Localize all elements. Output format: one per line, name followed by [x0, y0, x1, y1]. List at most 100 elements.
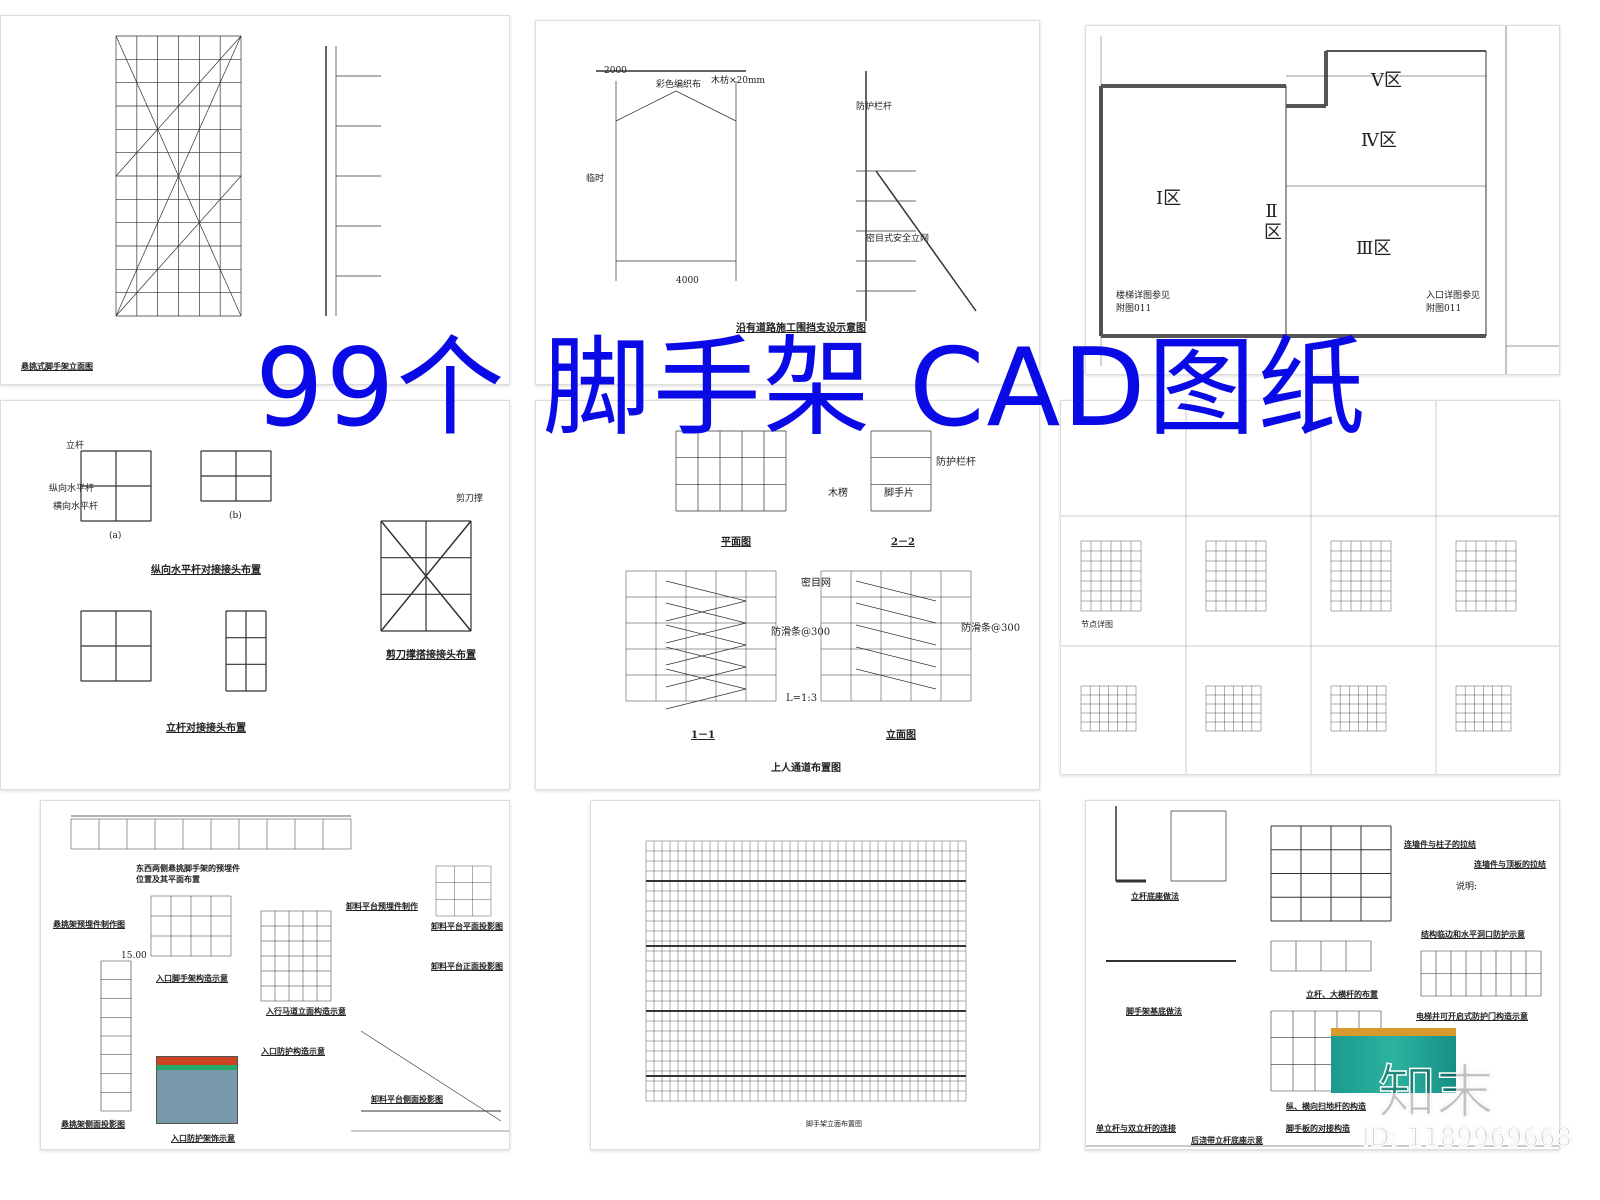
- label: 说明:: [1456, 882, 1478, 892]
- label: 15.00: [121, 951, 147, 961]
- caption: 连墙件与柱子的拉结: [1404, 839, 1476, 849]
- caption: 悬挑式脚手架立面图: [21, 361, 93, 371]
- label: 剪刀撑: [456, 494, 484, 504]
- caption: 脚手架基底做法: [1126, 1006, 1182, 1016]
- note-label: 彩色编织布: [656, 80, 702, 90]
- cad-line: [665, 580, 747, 602]
- caption: 入口防护构造示意: [261, 1046, 325, 1056]
- scaffold-elevation-drawing: [115, 35, 381, 317]
- caption: 立杆、大横杆的布置: [1306, 989, 1378, 999]
- cad-line: [665, 602, 747, 624]
- caption: 悬挑架预埋件制作图: [53, 919, 125, 929]
- drawing-panel-enclosure: 2000 彩色编织布 木枋×20mm 临时 4000 防护栏杆 密目式安全立网 …: [535, 20, 1040, 385]
- drawing-panel-joints: 立杆 纵向水平杆 横向水平杆 (a) (b) 剪刀撑 纵向水平杆对接接头布置 立…: [0, 400, 510, 790]
- label: 密目网: [801, 578, 831, 589]
- floor-plan-drawing: [1099, 26, 1559, 374]
- drawing-panel-facade: 脚手架立面布置图: [590, 800, 1040, 1150]
- caption: 后浇带立杆底座示意: [1191, 1135, 1263, 1145]
- watermark-logo: 知末: [1377, 1057, 1495, 1127]
- zone-label: Ⅴ区: [1371, 70, 1402, 91]
- cad-line: [665, 666, 747, 688]
- caption: 沿有道路施工围挡支设示意图: [736, 323, 866, 334]
- caption: 卸料平台平面投影图: [431, 921, 503, 931]
- detail-drawings: [1086, 806, 1559, 1147]
- drawing-panel-floorplan: Ⅴ区 Ⅳ区 Ⅰ区 Ⅱ区 Ⅲ区 楼梯详图参见附图011 入口详图参见附图011: [1085, 25, 1560, 375]
- caption: 电梯井可开启式防护门构造示意: [1416, 1011, 1528, 1021]
- caption: 结构临边和水平洞口防护示意: [1421, 929, 1525, 939]
- cad-line: [875, 170, 977, 312]
- cad-line: [615, 90, 677, 122]
- caption: 卸料平台正面投影图: [431, 961, 503, 971]
- cad-line: [115, 35, 242, 317]
- label: 纵向水平杆: [49, 484, 95, 494]
- dim-label: 2000: [604, 66, 627, 76]
- note-label: 密目式安全立网: [866, 234, 930, 244]
- label-a: (a): [109, 531, 122, 541]
- cantilever-drawing: [70, 815, 509, 1132]
- caption: 上人通道布置图: [771, 763, 841, 774]
- caption: 立杆底座做法: [1131, 891, 1179, 901]
- access-ramp-drawing: [625, 430, 972, 710]
- note-label: 木枋×20mm: [711, 76, 766, 86]
- cad-line: [855, 668, 937, 690]
- label: 防滑条@300: [771, 627, 831, 638]
- caption: 悬挑架侧面投影图: [61, 1119, 125, 1129]
- caption: 入行马道立面构造示意: [266, 1006, 346, 1016]
- caption: 脚手板的对接构造: [1286, 1123, 1350, 1133]
- label: 立杆: [66, 441, 85, 451]
- cad-line: [115, 175, 242, 317]
- drawing-panel-details: 立杆底座做法 脚手架基底做法 立杆、大横杆的布置 纵、横向扫地杆的构造 单立杆与…: [1085, 800, 1560, 1150]
- cad-line: [665, 624, 747, 646]
- sheet-grid-drawing: [1061, 401, 1559, 774]
- caption: 纵向水平杆对接接头布置: [151, 565, 261, 576]
- cad-line: [665, 646, 747, 668]
- enclosure-drawing: [596, 70, 977, 321]
- caption: 卸料平台侧面投影图: [371, 1094, 443, 1104]
- note-label: 临时: [586, 174, 605, 184]
- caption: 纵、横向扫地杆的构造: [1286, 1101, 1366, 1111]
- label: 防滑条@300: [961, 623, 1021, 634]
- cad-line: [855, 624, 937, 646]
- label: 防护栏杆: [936, 457, 976, 468]
- cad-line: [855, 602, 937, 624]
- label: 横向水平杆: [53, 502, 99, 512]
- zone-label: Ⅲ区: [1356, 238, 1392, 259]
- cad-line: [665, 668, 747, 690]
- cad-line: [360, 1030, 502, 1122]
- zone-label: Ⅰ区: [1156, 188, 1182, 209]
- caption: 剪刀撑搭接接头布置: [386, 650, 476, 661]
- zone-label: Ⅳ区: [1361, 130, 1397, 151]
- caption: 单立杆与双立杆的连接: [1096, 1123, 1176, 1133]
- caption: 立面图: [886, 730, 916, 741]
- cad-line: [380, 520, 472, 632]
- cad-line: [665, 622, 747, 644]
- cad-line: [665, 688, 747, 710]
- caption: 入口脚手架构造示意: [156, 973, 228, 983]
- cad-line: [665, 644, 747, 666]
- caption: 东西两侧悬挑脚手架的预埋件位置及其平面布置: [136, 863, 240, 884]
- label: 木楞: [828, 488, 848, 499]
- caption: 平面图: [721, 537, 751, 548]
- facade-scaffold-drawing: [645, 840, 967, 1102]
- cad-line: [855, 646, 937, 668]
- zone-label: Ⅱ区: [1261, 201, 1282, 240]
- dim-label: 4000: [676, 276, 699, 286]
- watermark-id: ID: 1189969668: [1361, 1122, 1573, 1154]
- label: L=1:3: [786, 693, 818, 704]
- caption: 立杆对接接头布置: [166, 723, 246, 734]
- entrance-photo: [156, 1056, 238, 1124]
- caption: 连墙件与顶板的拉结: [1474, 859, 1546, 869]
- cad-line: [665, 600, 747, 622]
- drawing-panel-access-ramp: 防护栏杆 木楞 脚手片 密目网 防滑条@300 防滑条@300 L=1:3 平面…: [535, 400, 1040, 790]
- caption: 1－1: [691, 730, 715, 741]
- page-title: 99个 脚手架 CAD图纸: [255, 326, 1368, 451]
- note-label: 入口详图参见附图011: [1426, 291, 1481, 314]
- label-b: (b): [229, 511, 242, 521]
- drawing-panel-elevation: 悬挑式脚手架立面图: [0, 15, 510, 385]
- caption: 卸料平台预埋件制作: [346, 901, 418, 911]
- caption: 2－2: [891, 537, 915, 548]
- drawing-panel-cantilever: 东西两侧悬挑脚手架的预埋件位置及其平面布置 悬挑架预埋件制作图 入口脚手架构造示…: [40, 800, 510, 1150]
- cad-line: [115, 35, 242, 177]
- note-label: 防护栏杆: [856, 102, 893, 112]
- joint-layout-drawing: [80, 450, 472, 692]
